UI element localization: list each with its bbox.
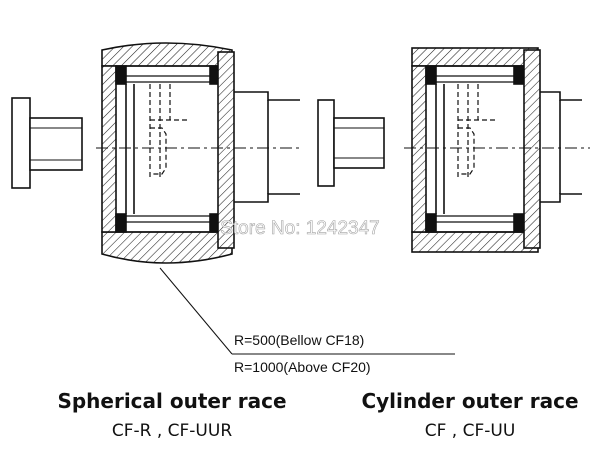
- side-plate: [217, 51, 235, 249]
- outer-race-bottom: [411, 231, 539, 253]
- radius-note-small: R=500(Bellow CF18): [234, 332, 364, 348]
- outer-race-top: [101, 42, 233, 67]
- side-plate: [523, 49, 541, 249]
- spherical-bearing-drawing: [11, 42, 455, 355]
- outer-race-left-wall: [101, 65, 117, 233]
- spherical-models: CF-R , CF-UUR: [112, 421, 232, 441]
- outer-race-left-wall: [411, 65, 427, 233]
- radius-note-large: R=1000(Above CF20): [234, 359, 371, 375]
- cylinder-title: Cylinder outer race: [361, 389, 578, 413]
- spherical-title: Spherical outer race: [57, 389, 286, 413]
- cylinder-models: CF , CF-UU: [425, 421, 516, 441]
- store-watermark: Store No: 1242347: [220, 218, 380, 239]
- outer-race-bottom: [101, 231, 233, 264]
- cylinder-bearing-drawing: [317, 47, 590, 253]
- outer-race-top: [411, 47, 539, 67]
